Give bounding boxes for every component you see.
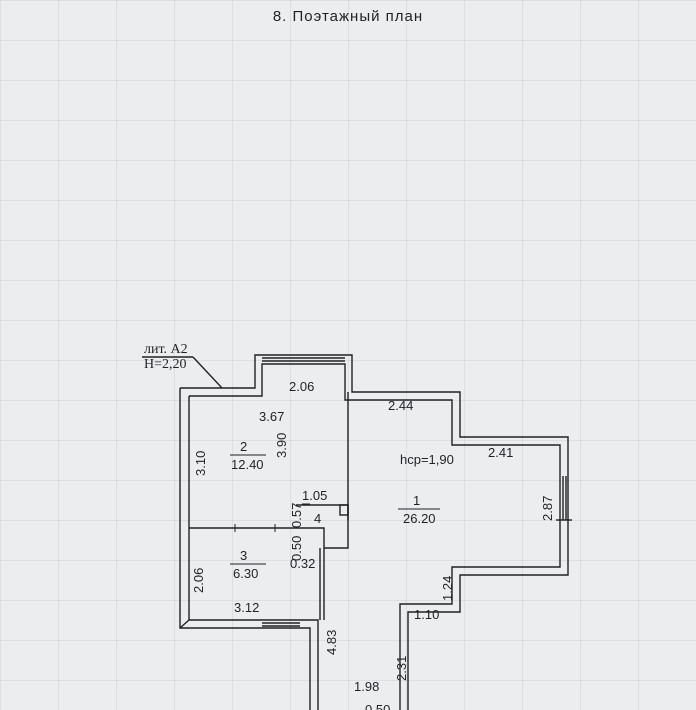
dim-room4-width: 1.05 (302, 488, 327, 503)
dim-room1-right-side: 2.87 (540, 496, 555, 521)
dim-room3-side: 0.50 (289, 536, 304, 561)
dim-room1-top: 2.44 (388, 398, 413, 413)
dim-room2-depth: 3.90 (274, 433, 289, 458)
dim-room2-inner-width: 3.67 (259, 409, 284, 424)
room1-number: 1 (413, 493, 420, 508)
window-top (262, 357, 345, 362)
dimension-ticks (234, 503, 310, 532)
room2-number: 2 (240, 439, 247, 454)
room3-number: 3 (240, 548, 247, 563)
dim-room1-lower-width: 1.98 (354, 679, 379, 694)
dim-left-wall-lower: 2.06 (191, 568, 206, 593)
dim-room2-top: 2.06 (289, 379, 314, 394)
page-title: 8. Поэтажный план (272, 8, 424, 25)
dim-room3-bottom: 3.12 (234, 600, 259, 615)
dim-room1-right-top: 2.41 (488, 445, 513, 460)
dim-corridor-length: 4.83 (324, 630, 339, 655)
dim-bottom-partial: 0.50 (365, 702, 390, 710)
height-label: H=2,20 (144, 357, 187, 372)
dim-room1-lower-side: 2.31 (394, 656, 409, 681)
dim-room3-small: 0.32 (290, 556, 315, 571)
outer-walls (179, 354, 569, 710)
window-right (556, 476, 572, 521)
dim-room1-step: 1.24 (440, 576, 455, 601)
inner-partitions (189, 392, 349, 620)
building-label: лит. А2 (144, 342, 188, 357)
room1-height-note: hср=1,90 (400, 452, 454, 467)
room1-area: 26.20 (403, 511, 436, 526)
window-bottom (262, 622, 300, 627)
label-leader-pointer (192, 356, 223, 389)
dim-room4-height: 0.57 (289, 503, 304, 528)
dim-room1-bottom: 1.10 (414, 607, 439, 622)
room2-area: 12.40 (231, 457, 264, 472)
dim-left-wall-upper: 3.10 (193, 451, 208, 476)
room3-area: 6.30 (233, 566, 258, 581)
room4-number: 4 (314, 511, 321, 526)
